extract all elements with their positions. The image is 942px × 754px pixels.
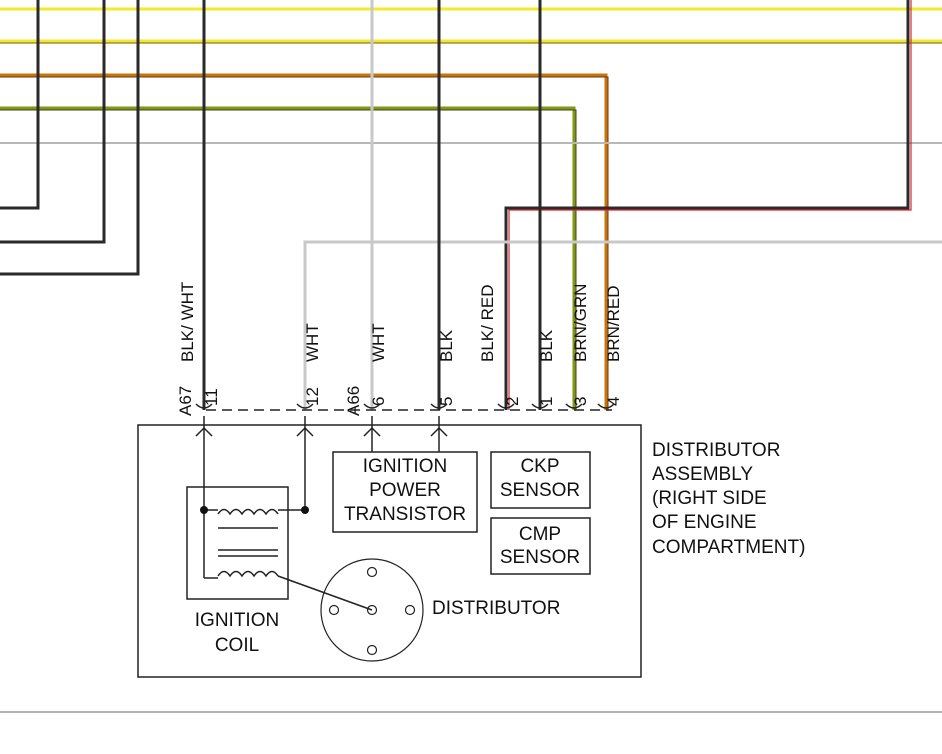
pin-number-11: 11	[202, 388, 221, 406]
coil-junction-dot-2	[301, 506, 309, 514]
brn-red-wire	[0, 73, 608, 410]
connector-a67-label: A67	[176, 386, 195, 416]
ignition-coil-label-1: IGNITION	[195, 610, 279, 631]
pin-number-12: 12	[303, 387, 322, 406]
distributor-assembly: IGNITION POWER TRANSISTOR CKP SENSOR CMP…	[137, 416, 642, 678]
cmp-line-2: SENSOR	[500, 547, 580, 568]
assembly-title-line-5: COMPARTMENT)	[652, 537, 805, 558]
wire-label-5: BLK	[437, 329, 456, 362]
ckp-sensor-box	[490, 451, 591, 509]
distributor-label: DISTRIBUTOR	[432, 598, 560, 619]
cmp-line-1: CMP	[519, 524, 561, 545]
brn-grn-wire	[0, 106, 576, 410]
ipt-line-2: POWER	[369, 480, 441, 501]
pin-number-5: 5	[437, 397, 456, 406]
wire-label-1: BLK	[537, 329, 556, 362]
pin-number-4: 4	[604, 397, 623, 406]
blk-wire-left-1	[0, 0, 40, 210]
pin-number-1: 1	[537, 397, 556, 406]
ckp-line-2: SENSOR	[500, 480, 580, 501]
ipt-line-3: TRANSISTOR	[344, 504, 466, 525]
wire-label-3: BRN/GRN	[571, 284, 590, 362]
assembly-title-line-2: ASSEMBLY	[652, 464, 753, 485]
assembly-title: DISTRIBUTOR ASSEMBLY (RIGHT SIDE OF ENGI…	[652, 440, 805, 558]
connector-pin-labels: A67 11 12 A66 6 5 2 1 3 4	[176, 386, 623, 416]
coil-junction-dot-1	[200, 506, 208, 514]
wire-labels: BLK/ WHT WHT WHT BLK BLK/ RED BLK BRN/GR…	[178, 282, 623, 362]
wire-label-4: BRN/RED	[604, 285, 623, 362]
ipt-line-1: IGNITION	[363, 456, 447, 477]
ignition-coil	[186, 486, 373, 611]
assembly-title-line-1: DISTRIBUTOR	[652, 440, 780, 461]
ignition-power-transistor-box	[332, 451, 478, 533]
pin-number-2: 2	[503, 397, 522, 406]
wire-label-12: WHT	[303, 323, 322, 362]
blk-red-wire	[504, 0, 910, 410]
connector-symbols	[195, 403, 615, 411]
connector-a66-label: A66	[344, 386, 363, 416]
top-bus-wires	[0, 0, 942, 410]
wire-label-11: BLK/ WHT	[178, 282, 197, 362]
blk-wire-left-3	[0, 0, 140, 276]
pin-number-3: 3	[571, 397, 590, 406]
wire-label-6: WHT	[369, 323, 388, 362]
wht-wire-12	[303, 240, 942, 410]
pin-number-6: 6	[369, 397, 388, 406]
cmp-sensor-box	[490, 517, 591, 575]
assembly-title-line-3: (RIGHT SIDE	[652, 488, 767, 509]
assembly-outline	[137, 424, 642, 678]
ignition-coil-label-2: COIL	[215, 635, 259, 656]
distributor-cap	[320, 558, 424, 662]
ckp-line-1: CKP	[520, 456, 559, 477]
assembly-title-line-4: OF ENGINE	[652, 512, 757, 533]
wire-label-2: BLK/ RED	[478, 285, 497, 362]
blk-wire-left-2	[0, 0, 106, 244]
